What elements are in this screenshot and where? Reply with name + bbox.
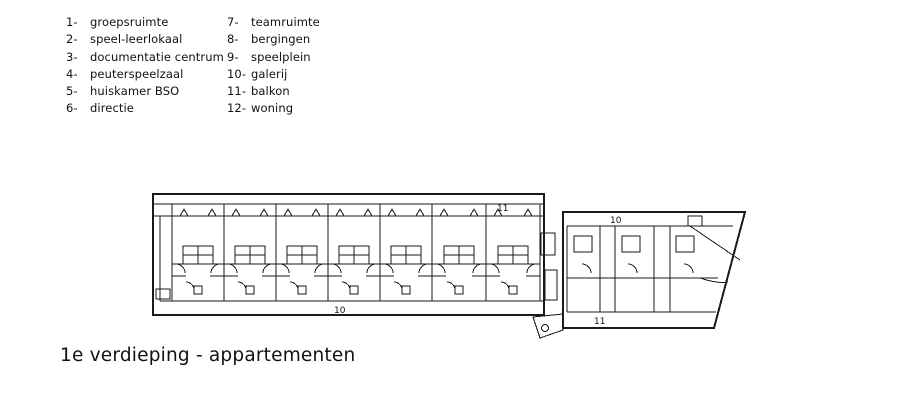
legend-label: speelplein bbox=[251, 49, 311, 64]
legend-item: 5- huiskamer BSO bbox=[66, 83, 224, 100]
legend-number: 9- bbox=[227, 49, 239, 64]
label-balkon-left: 11 bbox=[497, 204, 508, 214]
label-galerij-left: 10 bbox=[334, 306, 346, 316]
legend-number: 4- bbox=[66, 66, 78, 81]
legend-number: 11- bbox=[227, 84, 247, 99]
legend-label: groepsruimte bbox=[90, 15, 169, 29]
legend-label: huiskamer BSO bbox=[90, 84, 180, 99]
legend-label: bergingen bbox=[251, 32, 311, 47]
legend-label: peuterspeelzaal bbox=[90, 66, 184, 81]
legend-number: 12- bbox=[227, 101, 247, 116]
legend-item: 10- galerij bbox=[227, 66, 320, 83]
legend-number: 6- bbox=[66, 101, 78, 116]
legend-label: balkon bbox=[251, 84, 290, 99]
label-galerij-right: 10 bbox=[610, 216, 622, 226]
legend-column-left: 1- groepsruimte 2- speel-leerlokaal 3- docu… bbox=[66, 14, 224, 118]
plan-caption: 1e verdieping - appartementen bbox=[60, 345, 356, 366]
legend-number: 7- bbox=[227, 15, 239, 29]
legend-label: documentatie centrum bbox=[90, 49, 224, 64]
legend-number: 5- bbox=[66, 84, 78, 99]
legend-item: 8- bergingen bbox=[227, 31, 320, 48]
legend-item: 11- balkon bbox=[227, 83, 320, 100]
legend-number: 1- bbox=[66, 15, 78, 29]
legend-item: 2- speel-leerlokaal bbox=[66, 31, 224, 48]
legend-column-right: 7- teamruimte 8- bergingen 9- speelplein 10… bbox=[227, 14, 320, 118]
legend-item: 3- documentatie centrum bbox=[66, 49, 224, 66]
legend-number: 10- bbox=[227, 66, 247, 81]
legend-label: speel-leerlokaal bbox=[90, 32, 183, 47]
apartment-partitions bbox=[171, 204, 741, 312]
legend-item: 1- groepsruimte bbox=[66, 14, 224, 31]
legend-item: 9- speelplein bbox=[227, 49, 320, 66]
room-labels: 11 10 10 11 bbox=[334, 204, 622, 327]
legend-label: directie bbox=[90, 101, 134, 116]
legend-item: 6- directie bbox=[66, 100, 224, 117]
legend-item: 12- woning bbox=[227, 100, 320, 117]
legend-item: 4- peuterspeelzaal bbox=[66, 66, 224, 83]
building-outline bbox=[152, 193, 747, 339]
legend-label: teamruimte bbox=[251, 15, 320, 29]
legend-number: 2- bbox=[66, 32, 78, 47]
legend-number: 8- bbox=[227, 32, 239, 47]
legend-label: galerij bbox=[251, 66, 288, 81]
legend-number: 3- bbox=[66, 49, 78, 64]
legend-label: woning bbox=[251, 101, 294, 116]
label-balkon-right: 11 bbox=[594, 317, 605, 327]
legend-item: 7- teamruimte bbox=[227, 14, 320, 31]
